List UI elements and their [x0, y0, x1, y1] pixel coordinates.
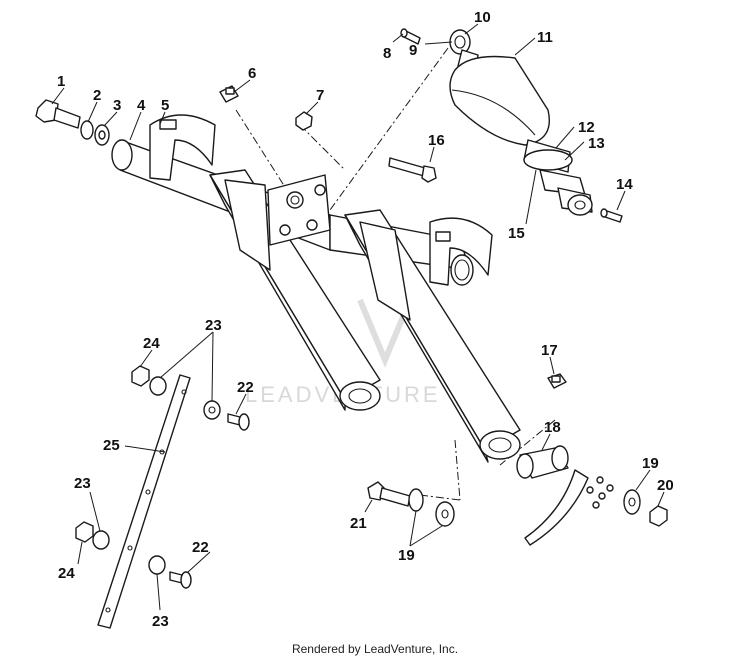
swing-arm-left: [209, 169, 381, 411]
bolt-21: [367, 481, 411, 507]
callout-10: 10: [474, 9, 491, 26]
washer-23-a: [149, 376, 167, 396]
callout-18: 18: [544, 419, 561, 436]
chassis-edge: [524, 469, 614, 546]
bolt-22-bottom: [169, 571, 192, 589]
callout-8: 8: [383, 45, 391, 62]
grease-fitting-6: [219, 85, 239, 103]
clamp-5: [149, 114, 216, 181]
callout-5: 5: [161, 97, 169, 114]
callout-13: 13: [588, 135, 605, 152]
callout-23-top: 23: [205, 317, 222, 334]
nut-24-bottom: [75, 521, 94, 543]
pin-14: [600, 208, 623, 223]
callout-23-left: 23: [74, 475, 91, 492]
bolt-1: [35, 99, 81, 129]
washer-23-c: [92, 530, 110, 550]
strap-25: [97, 374, 191, 629]
callout-labels: 1 2 3 4 5 6 7 8 9 10 11 12 13 14 15 16 1…: [57, 9, 674, 630]
bushing-18: [516, 445, 569, 479]
shock-absorber: [449, 29, 593, 216]
bolt-22-top: [227, 413, 250, 431]
washer-2: [80, 120, 94, 140]
footer-credit: Rendered by LeadVenture, Inc.: [291, 642, 459, 656]
callout-24-top: 24: [143, 335, 160, 352]
callout-7: 7: [316, 87, 324, 104]
callout-1: 1: [57, 73, 65, 90]
center-bracket: [267, 174, 331, 246]
callout-3: 3: [113, 97, 121, 114]
grease-fitting-17: [547, 373, 567, 389]
nut-20: [649, 505, 668, 527]
washer-23-d: [148, 555, 166, 575]
callout-15: 15: [508, 225, 525, 242]
washer-19-b: [435, 501, 455, 527]
washer-19-a: [408, 488, 424, 512]
center-lines: [235, 47, 556, 501]
callout-11: 11: [537, 29, 553, 46]
callout-2: 2: [93, 87, 101, 104]
washer-19-right: [623, 489, 641, 515]
leader-lines: [51, 23, 665, 611]
callout-23-bottom: 23: [152, 613, 169, 630]
clamp-right: [429, 217, 493, 286]
callout-17: 17: [541, 342, 558, 359]
bolt-16: [388, 157, 437, 183]
callout-19-right: 19: [642, 455, 659, 472]
nut-7: [295, 111, 313, 131]
callout-25: 25: [103, 437, 120, 454]
callout-21: 21: [350, 515, 367, 532]
callout-9: 9: [409, 42, 417, 59]
callout-4: 4: [137, 97, 146, 114]
nut-24-top: [131, 365, 150, 387]
callout-22-top: 22: [237, 379, 254, 396]
washer-23-b: [203, 400, 221, 420]
callout-6: 6: [248, 65, 256, 82]
callout-20: 20: [657, 477, 674, 494]
callout-22-bottom: 22: [192, 539, 209, 556]
callout-16: 16: [428, 132, 445, 149]
swing-arm-right: [344, 209, 521, 463]
callout-12: 12: [578, 119, 595, 136]
callout-24-bottom: 24: [58, 565, 75, 582]
callout-19-bottom: 19: [398, 547, 415, 564]
callout-14: 14: [616, 176, 633, 193]
